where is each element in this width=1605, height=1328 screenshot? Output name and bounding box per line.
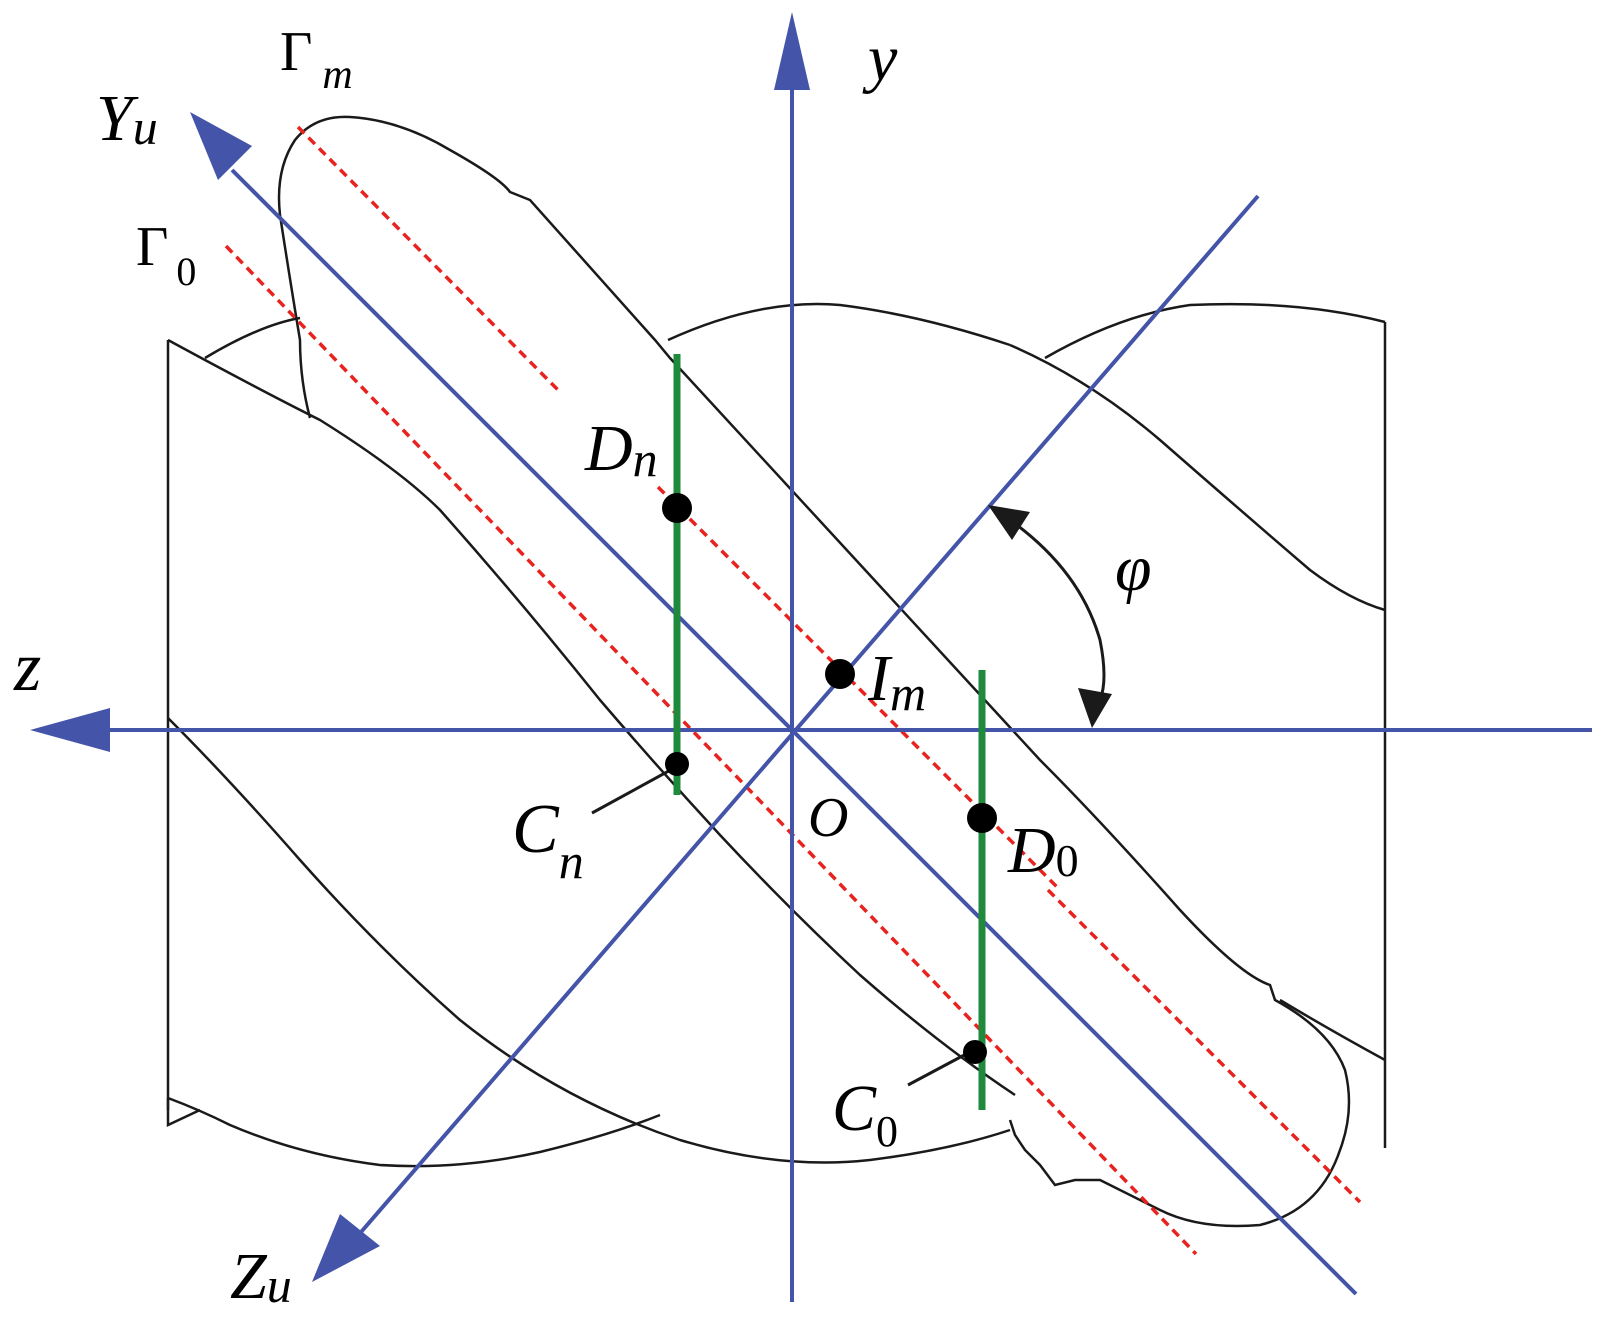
point-c0 — [963, 1040, 987, 1064]
y-axis-arrowhead — [774, 12, 810, 90]
helix-right-lower — [1279, 998, 1386, 1062]
bottom-left-stub — [166, 1098, 201, 1127]
point-im — [825, 659, 855, 689]
phi-arc — [1009, 518, 1106, 701]
im-label: Im — [867, 642, 926, 721]
d0-line — [1046, 888, 1362, 1204]
phi-arrow-lower — [1078, 688, 1112, 728]
y-axis-label: y — [862, 22, 898, 95]
cn-leader — [591, 765, 677, 815]
yu-axis-label: Yu — [96, 82, 158, 155]
green-segments — [673, 354, 986, 1110]
zu-axis-line — [353, 194, 1260, 1241]
angle-arc — [988, 505, 1112, 728]
point-dn — [662, 493, 692, 523]
helix-right-upper — [1009, 343, 1386, 612]
phi-label: φ — [1115, 532, 1152, 605]
zu-axis-label: Zu — [230, 1240, 292, 1313]
top-lobe-right — [1044, 302, 1386, 360]
c0-leader — [907, 1051, 969, 1087]
top-lobe-middle — [667, 302, 1011, 347]
point-d0 — [967, 803, 997, 833]
z-axis-arrowhead — [30, 708, 110, 752]
zu-axis-arrowhead — [312, 1214, 380, 1282]
gear-outline — [166, 115, 1387, 1228]
gamma-m-line — [296, 125, 562, 394]
cn-label: Cn — [512, 791, 584, 889]
point-cn — [665, 752, 689, 776]
top-lobe-left — [204, 316, 301, 360]
axes — [30, 12, 1592, 1302]
c0-label: C0 — [832, 1072, 898, 1156]
dn-label: Dn — [584, 412, 658, 487]
origin-label: O — [808, 787, 848, 849]
helix-left-lower — [167, 717, 1011, 1164]
dashed-lines — [224, 125, 1362, 1256]
helix-bottom — [167, 1096, 661, 1168]
yu-axis-arrowhead — [190, 112, 252, 180]
phi-arrow-upper — [988, 505, 1030, 540]
points — [662, 493, 997, 1064]
helix-left-upper — [167, 338, 1016, 1097]
gamma-0-line — [224, 244, 1198, 1256]
cutter-outline — [277, 115, 1351, 1228]
leaders — [591, 765, 969, 1087]
d0-label: D0 — [1007, 814, 1079, 887]
z-axis-label: z — [13, 629, 41, 706]
im-line — [656, 485, 1062, 892]
